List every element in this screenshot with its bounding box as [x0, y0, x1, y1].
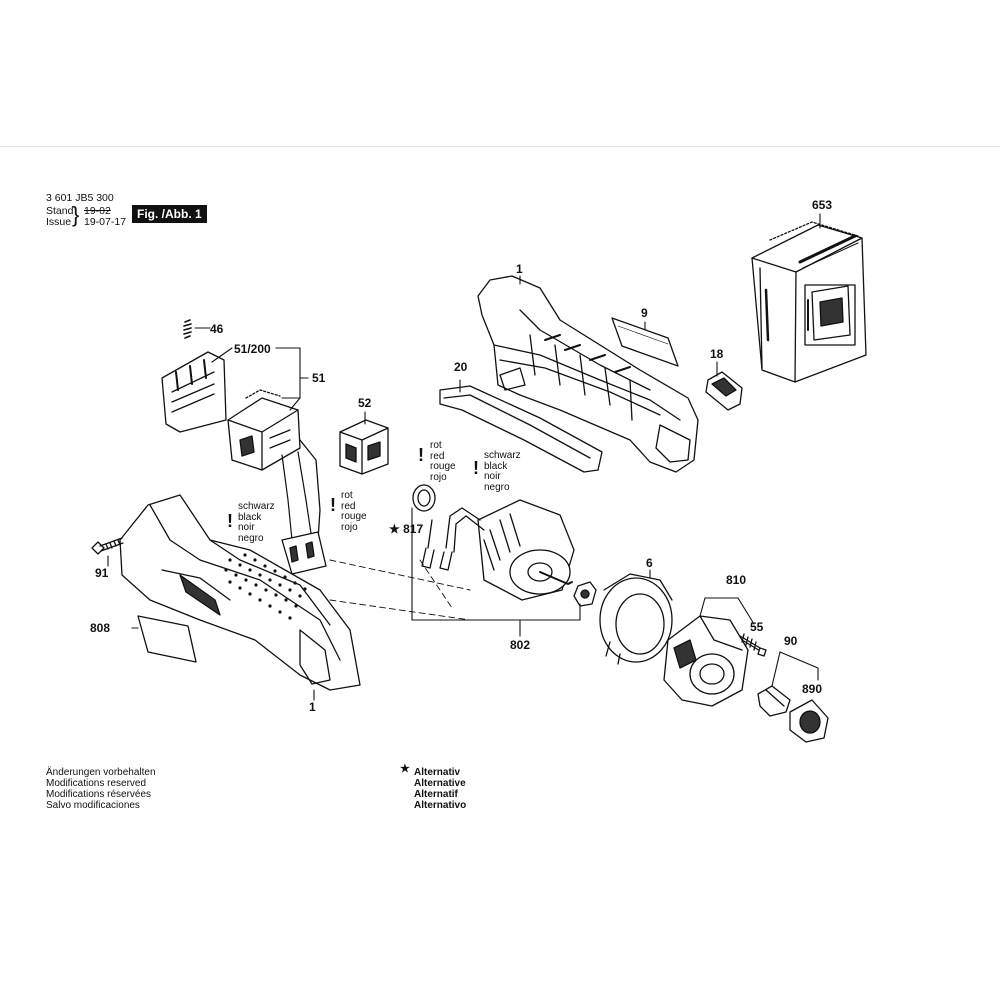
part-label-46: 46	[210, 322, 224, 336]
wire-note-text: schwarz	[484, 450, 521, 461]
part-label-52: 52	[358, 396, 372, 410]
wire-note-text: noir	[238, 522, 255, 533]
part-label-90: 90	[784, 634, 798, 648]
ring-817	[413, 485, 435, 511]
wire-note-text: rot	[341, 490, 353, 501]
star-icon: ★	[400, 763, 410, 775]
switch-51	[228, 390, 300, 470]
part-label-890: 890	[802, 682, 823, 696]
housing-half-top	[478, 276, 698, 472]
wire-note-text: red	[341, 500, 356, 512]
part-52-block	[340, 420, 388, 474]
wire-note-black-upper: schwarz black noir negro	[484, 450, 521, 493]
wire-note-text: black	[484, 460, 508, 472]
alternative-line: Alternatif	[414, 789, 458, 800]
wire-note-text: rojo	[341, 521, 358, 533]
exclamation-icon: !	[227, 511, 233, 531]
star-icon: ★	[389, 522, 400, 536]
brace-symbol: }	[72, 202, 80, 227]
battery-pack-653	[752, 222, 866, 382]
part-label-808: 808	[90, 621, 111, 635]
wire-note-text: black	[238, 511, 262, 523]
spring-46	[184, 320, 191, 338]
part-label-20: 20	[454, 360, 468, 374]
alternative-line: Alternativo	[414, 800, 467, 811]
part-label-810: 810	[726, 573, 747, 587]
document-number: 3 601 JB5 300	[46, 192, 114, 204]
wire-note-text: rojo	[430, 471, 447, 483]
screw-91	[92, 538, 123, 554]
part-label-55: 55	[750, 620, 764, 634]
exclamation-icon: !	[418, 445, 424, 465]
wire-note-text: negro	[484, 481, 510, 493]
screw-55	[740, 634, 766, 656]
collet-90	[758, 686, 790, 716]
wire-note-text: noir	[484, 471, 501, 482]
wire-note-text: red	[430, 450, 445, 462]
modifications-note: Änderungen vorbehalten Modifications res…	[46, 767, 156, 811]
motor-802	[478, 500, 574, 600]
wire-note-text: rouge	[341, 511, 367, 522]
part-817-number: 817	[403, 522, 424, 536]
wire-note-text: schwarz	[238, 501, 275, 512]
housing-handle-bottom	[120, 495, 360, 690]
alternative-line: Alternative	[414, 778, 466, 789]
fan-small	[574, 582, 596, 606]
issue-label: Issue	[46, 216, 72, 228]
part-label-1-bottom: 1	[309, 700, 316, 714]
nut-890	[790, 700, 828, 742]
handle-grip-pattern	[224, 553, 307, 620]
part-label-51: 51	[312, 371, 326, 385]
wire-note-red-upper: rot red rouge rojo	[430, 440, 456, 483]
exclamation-icon: !	[473, 458, 479, 478]
part-label-817: ★ 817	[389, 522, 423, 536]
gear-head-810	[664, 616, 748, 706]
alternative-legend: Alternativ Alternative Alternatif Altern…	[414, 767, 466, 811]
wire-note-text: rot	[430, 440, 442, 451]
issue-date: 19-07-17	[84, 216, 127, 228]
stand-date: 19-02	[84, 205, 111, 217]
wire-note-text: rouge	[430, 461, 456, 472]
wire-note-black-lower: schwarz black noir negro	[238, 501, 275, 544]
label-808	[138, 616, 196, 662]
part-label-9: 9	[641, 306, 648, 320]
part-18-clip	[706, 372, 742, 410]
modifications-line: Modifications reserved	[46, 778, 147, 789]
wire-note-red-lower: rot red rouge rojo	[341, 490, 367, 533]
part-20-rail	[440, 386, 602, 472]
modifications-line: Modifications réservées	[46, 789, 152, 800]
top-divider	[0, 146, 1000, 147]
harness-connector	[282, 532, 326, 574]
part-label-91: 91	[95, 566, 109, 580]
exclamation-icon: !	[330, 495, 336, 515]
part-label-802: 802	[510, 638, 531, 652]
modifications-line: Änderungen vorbehalten	[46, 767, 156, 778]
part-label-653: 653	[812, 198, 833, 212]
part-label-51-200: 51/200	[234, 342, 271, 356]
cover-6	[600, 574, 672, 664]
wire-note-text: negro	[238, 532, 264, 544]
figure-label: Fig. /Abb. 1	[132, 205, 207, 223]
part-label-6: 6	[646, 556, 653, 570]
modifications-line: Salvo modificaciones	[46, 800, 140, 811]
part-label-1-top: 1	[516, 262, 523, 276]
alternative-line: Alternativ	[414, 767, 461, 778]
switch-bracket	[162, 352, 226, 432]
part-label-18: 18	[710, 347, 724, 361]
stand-label: Stand	[46, 205, 74, 217]
